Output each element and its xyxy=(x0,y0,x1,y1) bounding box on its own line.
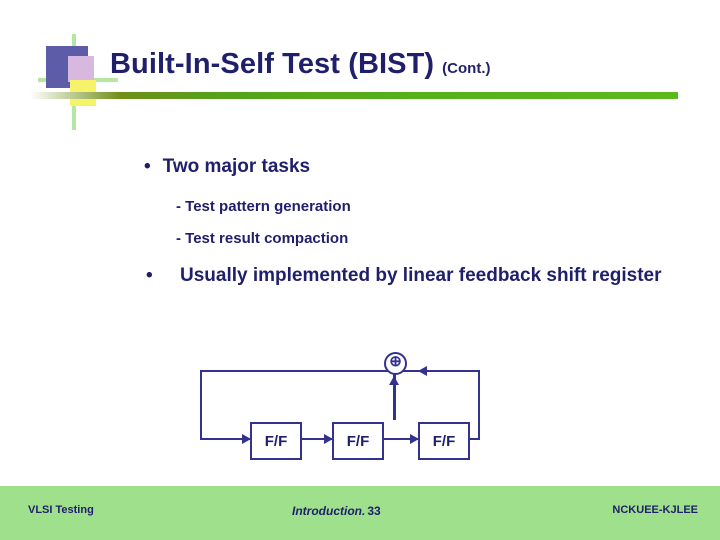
xor-tap-wire xyxy=(393,372,396,420)
flipflop-2: F/F xyxy=(332,422,384,460)
bullet-two-label: Usually implemented by linear feedback s… xyxy=(180,265,662,286)
xor-gate-icon: ⊕ xyxy=(384,352,407,375)
arrow-feedback-into-xor-icon xyxy=(418,366,427,376)
sub-bullet-test-result-compaction: - Test result compaction xyxy=(176,230,349,247)
feedback-top-wire xyxy=(200,370,480,372)
feedback-into-ff1-wire xyxy=(200,438,252,440)
flipflop-1: F/F xyxy=(250,422,302,460)
slide-title-main: Built-In-Self Test (BIST) xyxy=(110,48,435,80)
slide-title: Built-In-Self Test (BIST) (Cont.) xyxy=(110,48,710,92)
arrow-tap-into-xor-icon xyxy=(389,376,399,385)
slide-title-continued: (Cont.) xyxy=(442,60,491,77)
bullet-two-major-tasks: • Two major tasks xyxy=(144,156,310,178)
logo-square-magenta xyxy=(68,56,94,82)
arrow-into-ff1-icon xyxy=(242,434,251,444)
ff2-to-ff3-wire xyxy=(381,438,419,440)
bullet-dot-icon: • xyxy=(144,156,151,177)
footer-section-text: Introduction. xyxy=(292,504,366,518)
slide-footer: VLSI Testing Introduction.33 NCKUEE-KJLE… xyxy=(0,486,720,540)
arrow-ff2-to-ff3-icon xyxy=(410,434,419,444)
ff3-output-wire xyxy=(468,438,480,440)
slide-logo xyxy=(28,34,118,130)
footer-author-label: NCKUEE-KJLEE xyxy=(612,504,698,516)
feedback-right-wire xyxy=(478,370,480,439)
bullet-one-label: Two major tasks xyxy=(162,156,311,177)
footer-page-number: 33 xyxy=(367,504,381,518)
feedback-left-wire xyxy=(200,370,202,439)
flipflop-3: F/F xyxy=(418,422,470,460)
arrow-ff1-to-ff2-icon xyxy=(324,434,333,444)
ff1-to-ff2-wire xyxy=(299,438,333,440)
footer-course-label: VLSI Testing xyxy=(28,504,94,516)
sub-bullet-test-pattern-generation: - Test pattern generation xyxy=(176,198,351,215)
lfsr-diagram: ⊕ F/F F/F F/F xyxy=(190,352,510,472)
bullet-lfsr: • Usually implemented by linear feedback… xyxy=(146,264,666,288)
bullet-dot-icon: • xyxy=(146,265,153,286)
title-divider xyxy=(30,92,678,99)
footer-section-label: Introduction.33 xyxy=(292,504,381,518)
